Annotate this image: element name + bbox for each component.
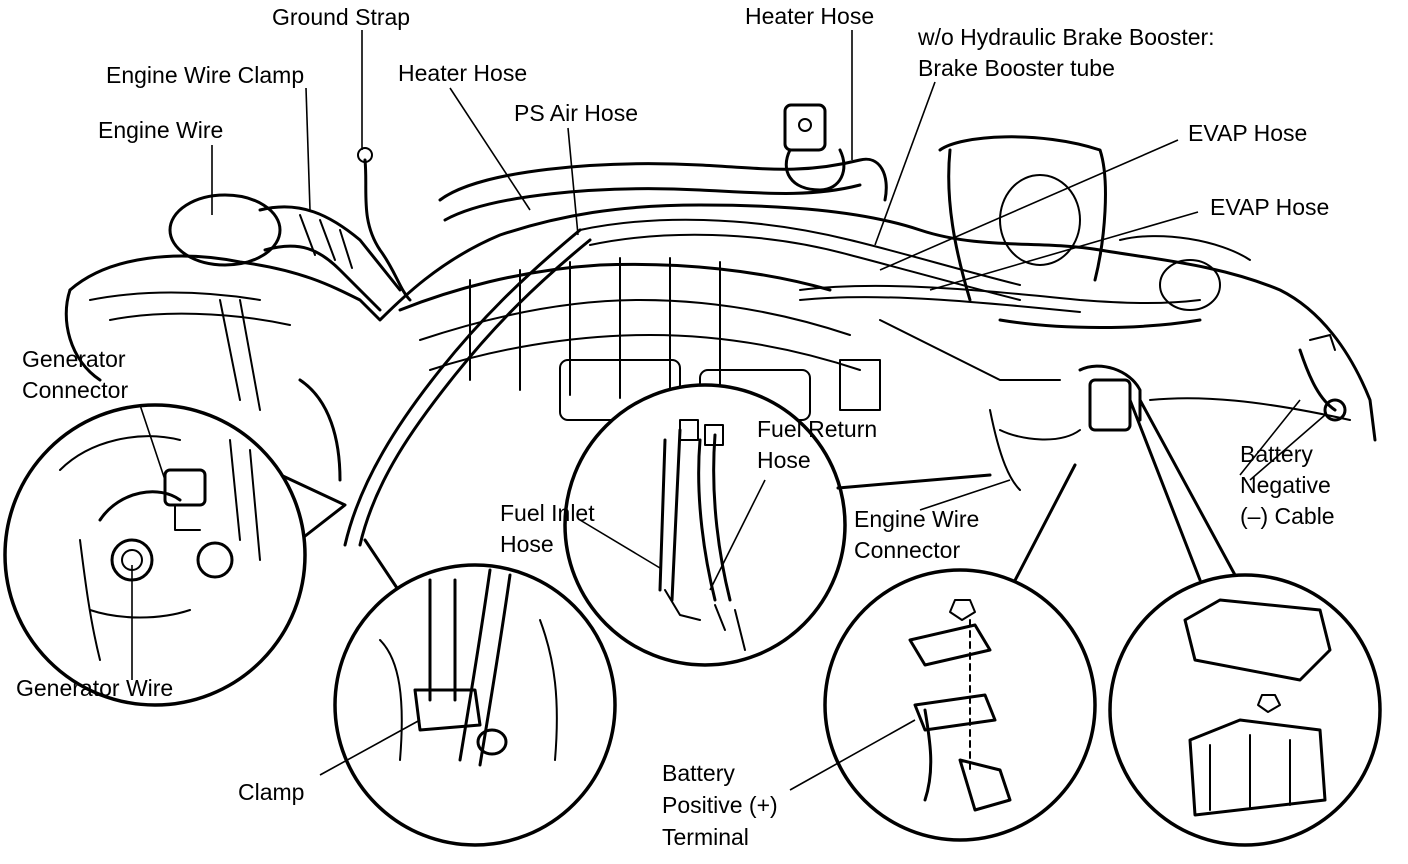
label-generator-wire: Generator Wire [16,675,174,701]
label-battery-positive-line2: Positive (+) [662,792,778,818]
label-battery-positive-line3: Terminal [662,824,749,850]
label-fuel-return-line1: Fuel Return [757,416,878,442]
generator-detail-circle [3,403,347,707]
clamp-detail-circle [333,538,617,847]
label-brake-booster-line2: Brake Booster tube [918,55,1115,81]
label-brake-booster-line1: w/o Hydraulic Brake Booster: [918,24,1215,50]
label-engine-wire: Engine Wire [98,117,224,143]
label-battery-negative-line3: (–) Cable [1240,503,1335,529]
label-heater-hose-top: Heater Hose [745,3,875,29]
label-evap-hose-2: EVAP Hose [1210,194,1330,220]
label-ground-strap: Ground Strap [272,4,411,30]
label-evap-hose-1: EVAP Hose [1188,120,1308,146]
battery-negative-detail-circle [1108,398,1382,847]
label-battery-negative-line2: Negative [1240,472,1331,498]
label-fuel-return-line2: Hose [757,447,811,473]
label-fuel-inlet-line1: Fuel Inlet [500,500,595,526]
label-ps-air-hose: PS Air Hose [514,100,638,126]
leader-lines [131,30,1326,791]
fuel-hose-detail-circle [563,383,992,667]
label-engine-wire-connector-line2: Connector [854,537,961,563]
label-battery-positive-line1: Battery [662,760,735,786]
label-generator-connector-line1: Generator [22,346,126,372]
label-clamp: Clamp [238,779,305,805]
label-engine-wire-clamp: Engine Wire Clamp [106,62,305,88]
label-fuel-inlet-line2: Hose [500,531,554,557]
engine-block [64,103,1377,547]
label-engine-wire-connector-line1: Engine Wire [854,506,980,532]
label-generator-connector-line2: Connector [22,377,129,403]
label-heater-hose-left: Heater Hose [398,60,528,86]
label-battery-negative-line1: Battery [1240,441,1313,467]
battery-positive-detail-circle [823,463,1097,842]
